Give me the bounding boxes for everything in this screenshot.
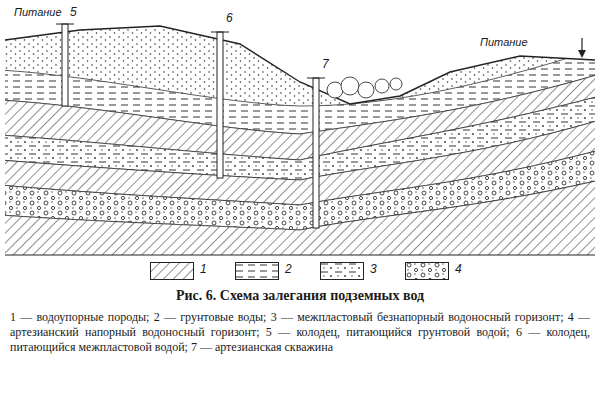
callout-number: 6 (224, 12, 235, 26)
figure-caption: Рис. 6. Схема залегания подземных вод (176, 288, 424, 304)
legend-swatch (320, 262, 364, 280)
recharge-label: Питание (478, 36, 530, 49)
legend-number: 2 (285, 263, 292, 277)
callout-number: 7 (320, 58, 331, 72)
legend-number: 1 (200, 263, 207, 277)
legend-explanation: 1 — водоупорные породы; 2 — грунтовые во… (10, 310, 590, 355)
callout-number: 5 (68, 6, 79, 20)
legend-swatch (150, 262, 194, 280)
legend-number: 3 (370, 263, 377, 277)
legend-swatch (405, 262, 449, 280)
legend-swatch (235, 262, 279, 280)
recharge-label: Питание (12, 6, 64, 19)
legend-number: 4 (455, 263, 462, 277)
